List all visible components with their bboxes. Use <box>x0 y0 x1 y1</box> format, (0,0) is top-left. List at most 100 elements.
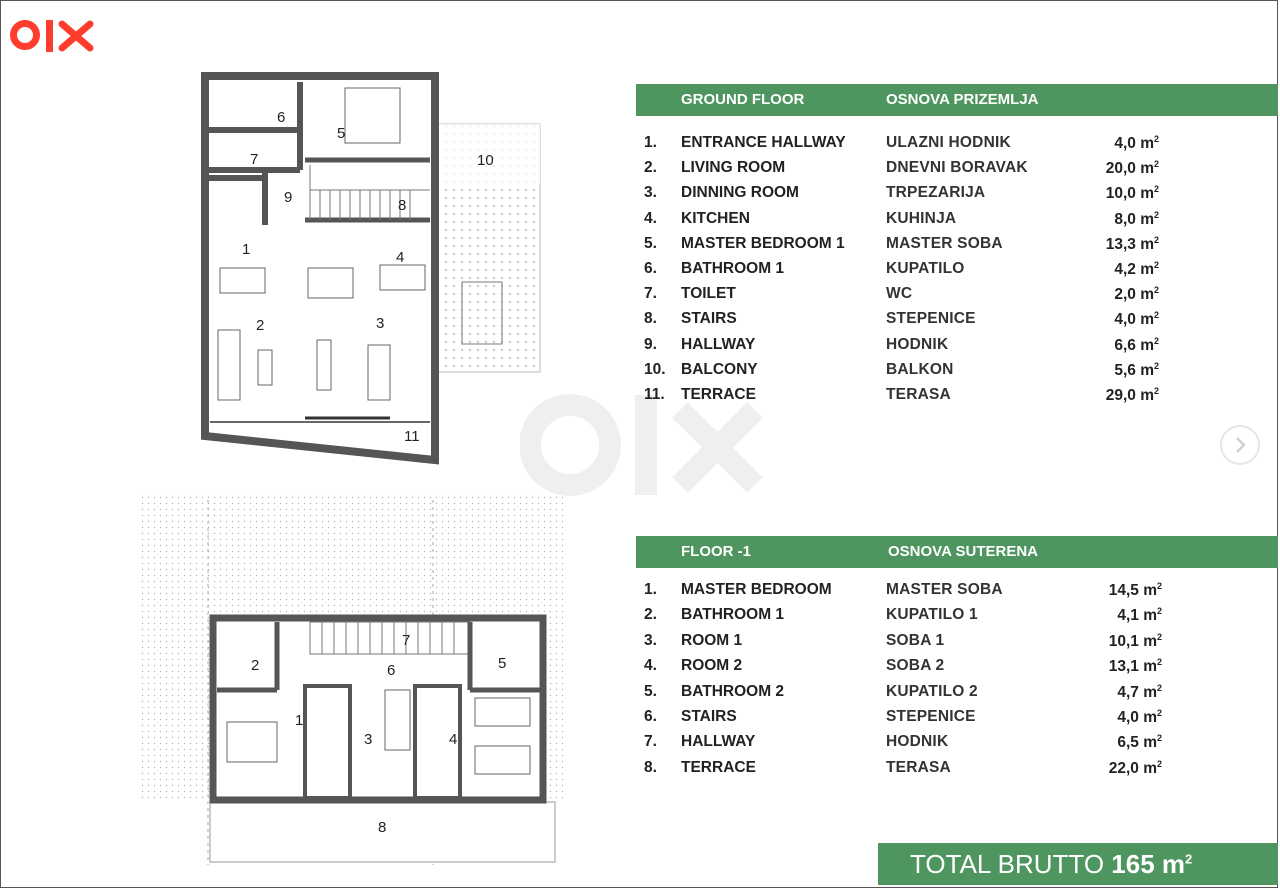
gf-plan-label-1: 1 <box>242 241 250 258</box>
ground-floor-table: GROUND FLOOR OSNOVA PRIZEMLJA 1.ENTRANCE… <box>636 84 1278 404</box>
room-name-sr: TERASA <box>886 758 951 776</box>
room-name-sr: MASTER SOBA <box>886 234 1003 252</box>
floor-minus1-table: FLOOR -1 OSNOVA SUTERENA 1. MASTER BEDROO… <box>636 536 1278 777</box>
row-number: 2. <box>644 606 657 624</box>
total-value: 165 m2 <box>1111 849 1193 879</box>
room-name-sr: SOBA 1 <box>886 631 945 649</box>
area-row: 3. DINNING ROOM TRPEZARIJA 10,0 m2 <box>636 184 1176 208</box>
room-area: 5,6 m2 <box>1114 360 1159 379</box>
total-brutto-banner: TOTAL BRUTTO 165 m2 <box>878 843 1278 885</box>
ground-floor-header: GROUND FLOOR OSNOVA PRIZEMLJA <box>636 84 1278 116</box>
gf-plan-label-3: 3 <box>376 315 384 332</box>
total-brutto: TOTAL BRUTTO 165 m2 <box>910 849 1192 880</box>
area-row: 1. MASTER BEDROOM MASTER SOBA 14,5 m2 <box>636 581 1176 605</box>
room-name-en: BATHROOM 1 <box>681 606 785 624</box>
room-area: 22,0 m2 <box>1108 758 1162 777</box>
f1-plan-label-7: 7 <box>402 632 410 649</box>
room-name-sr: STEPENICE <box>886 708 976 725</box>
f1-plan-label-4: 4 <box>449 731 457 748</box>
room-name-sr: SOBA 2 <box>886 657 945 675</box>
room-area: 4,1 m2 <box>1117 606 1162 625</box>
room-name-sr: TERASA <box>886 386 951 403</box>
olx-watermark <box>520 394 763 496</box>
room-name-sr: STEPENICE <box>886 310 976 328</box>
floor-minus1-header-en: FLOOR -1 <box>681 543 751 560</box>
room-name-sr: KUPATILO 2 <box>886 682 978 700</box>
f1-plan-label-5: 5 <box>498 655 506 672</box>
room-area: 8,0 m2 <box>1114 209 1159 228</box>
gf-plan-label-9: 9 <box>284 189 292 206</box>
row-number: 10. <box>644 360 666 378</box>
room-area: 29,0 m2 <box>1105 386 1159 405</box>
row-number: 1. <box>644 581 657 598</box>
room-area: 4,0 m2 <box>1114 310 1159 329</box>
row-number: 7. <box>644 733 657 751</box>
room-area: 4,2 m2 <box>1114 260 1159 279</box>
row-number: 7. <box>644 285 657 303</box>
room-name-en: HALLWAY <box>681 733 756 751</box>
row-number: 8. <box>644 310 657 328</box>
gf-plan-label-6: 6 <box>277 109 285 126</box>
room-name-sr: MASTER SOBA <box>886 581 1003 598</box>
row-number: 5. <box>644 682 657 700</box>
olx-logo[interactable] <box>8 12 98 58</box>
room-area: 4,7 m2 <box>1117 682 1162 701</box>
f1-plan-label-8: 8 <box>378 819 386 836</box>
row-number: 3. <box>644 631 657 649</box>
room-name-en: MASTER BEDROOM 1 <box>681 234 845 252</box>
room-name-sr: BALKON <box>886 360 954 378</box>
next-image-button[interactable] <box>1220 425 1260 465</box>
room-area: 14,5 m2 <box>1108 581 1162 600</box>
row-number: 9. <box>644 335 657 353</box>
room-name-en: KITCHEN <box>681 209 750 227</box>
gf-plan-label-11: 11 <box>404 428 420 445</box>
room-name-en: STAIRS <box>681 708 737 725</box>
gf-plan-label-5: 5 <box>337 125 345 142</box>
row-number: 11. <box>644 386 665 403</box>
room-name-en: MASTER BEDROOM <box>681 581 832 598</box>
room-name-sr: ULAZNI HODNIK <box>886 134 1011 151</box>
room-area: 6,6 m2 <box>1114 335 1159 354</box>
room-name-sr: HODNIK <box>886 335 949 353</box>
row-number: 5. <box>644 234 657 252</box>
floor-minus1-header-sr: OSNOVA SUTERENA <box>888 543 1039 560</box>
gf-plan-label-4: 4 <box>396 249 404 266</box>
row-number: 3. <box>644 184 657 202</box>
room-area: 4,0 m2 <box>1114 134 1159 153</box>
row-number: 6. <box>644 708 657 725</box>
row-number: 6. <box>644 260 657 277</box>
room-name-sr: WC <box>886 285 913 303</box>
room-name-en: LIVING ROOM <box>681 159 786 177</box>
room-name-sr: TRPEZARIJA <box>886 184 986 202</box>
room-name-sr: HODNIK <box>886 733 949 751</box>
area-row: 8. STAIRS STEPENICE 4,0 m2 <box>636 310 1176 334</box>
room-area: 13,3 m2 <box>1105 234 1159 253</box>
f1-plan-label-6: 6 <box>387 662 395 679</box>
f1-plan-label-3: 3 <box>364 731 372 748</box>
room-area: 20,0 m2 <box>1105 159 1159 178</box>
room-name-en: TERRACE <box>681 386 756 403</box>
room-name-en: DINNING ROOM <box>681 184 799 202</box>
floor-minus1-header: FLOOR -1 OSNOVA SUTERENA <box>636 536 1278 568</box>
room-name-sr: DNEVNI BORAVAK <box>886 159 1028 177</box>
ground-floor-header-sr: OSNOVA PRIZEMLJA <box>886 91 1039 108</box>
room-name-en: STAIRS <box>681 310 737 328</box>
gf-plan-label-2: 2 <box>256 317 264 334</box>
area-row: 11. TERRACE TERASA 29,0 m2 <box>636 386 1176 410</box>
room-name-en: TERRACE <box>681 758 756 776</box>
floor-minus1-plan: 2 5 7 6 1 3 4 8 <box>137 492 565 865</box>
area-row: 5. MASTER BEDROOM 1 MASTER SOBA 13,3 m2 <box>636 235 1176 259</box>
room-area: 13,1 m2 <box>1108 657 1162 676</box>
room-area: 2,0 m2 <box>1114 285 1159 304</box>
room-area: 4,0 m2 <box>1117 708 1162 727</box>
f1-plan-label-1: 1 <box>295 712 303 729</box>
room-area: 10,0 m2 <box>1105 184 1159 203</box>
